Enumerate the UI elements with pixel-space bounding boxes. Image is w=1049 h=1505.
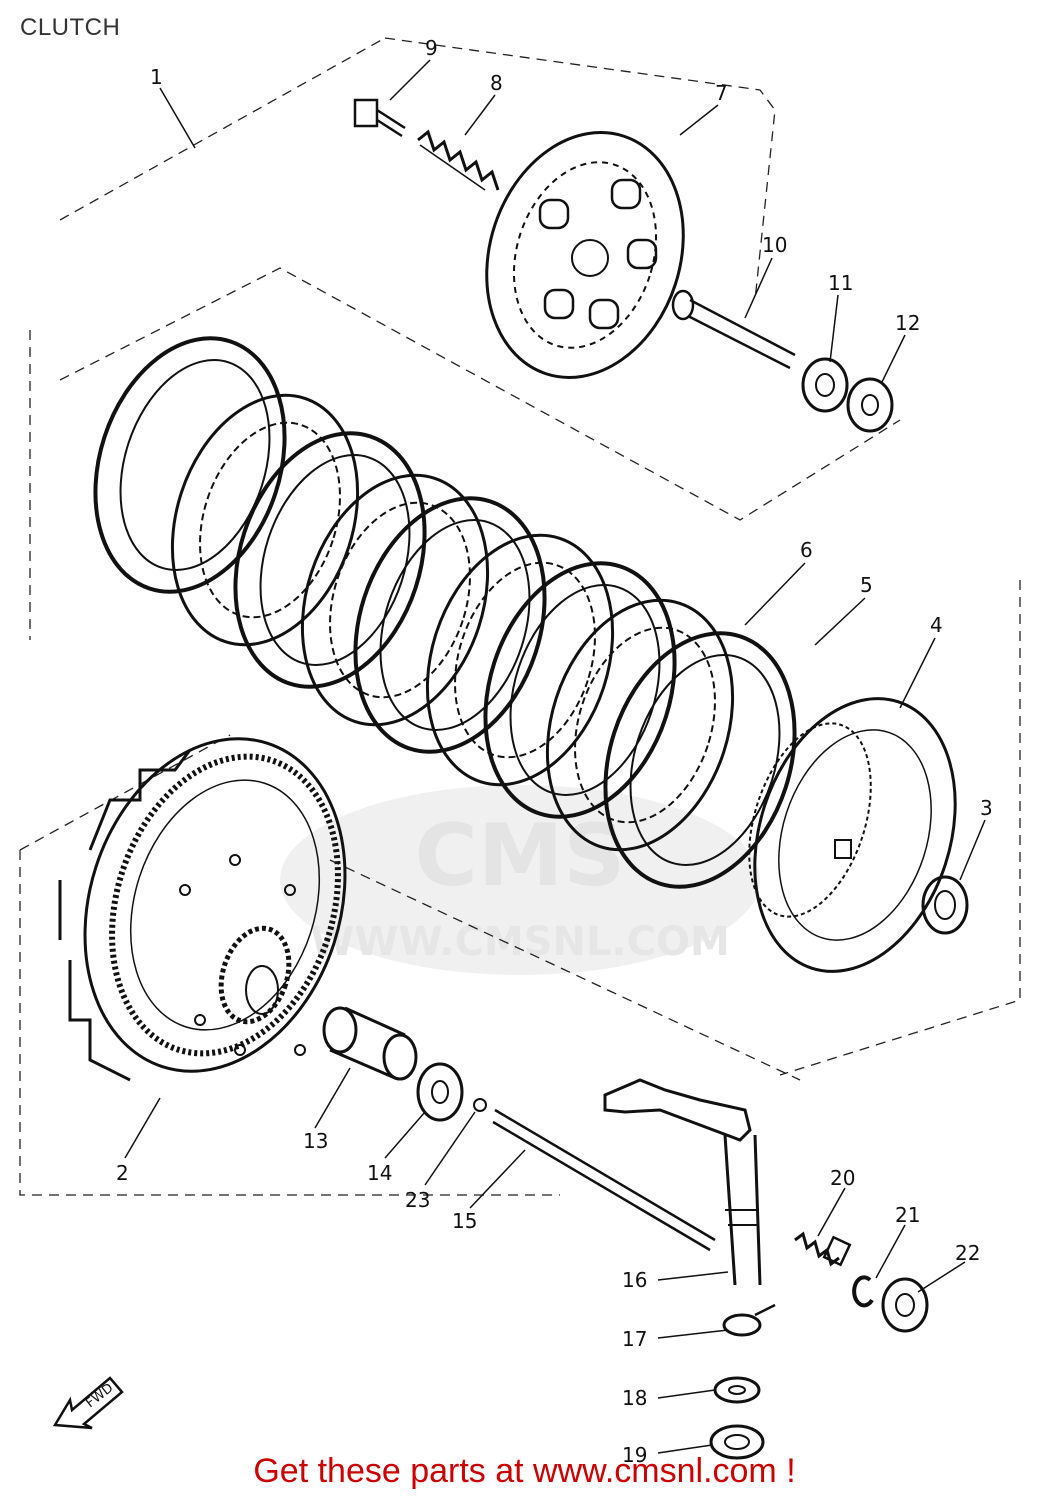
callout-23[interactable]: 23	[405, 1188, 430, 1212]
push-rod-part-15[interactable]	[492, 1108, 716, 1252]
thrust-washer-part-3[interactable]	[921, 875, 969, 935]
callout-labels: 1 2 3 4 5 6 7 8 9 10 11 12 13 14 15 16 1…	[116, 36, 993, 1467]
nut-part-11[interactable]	[801, 357, 849, 413]
leader-lines	[124, 59, 986, 1454]
oil-seal-part-19[interactable]	[709, 1424, 765, 1460]
fwd-label: FWD	[83, 1381, 116, 1412]
callout-10[interactable]: 10	[762, 233, 787, 257]
adjust-screw-part-20[interactable]	[794, 1231, 852, 1267]
bolt-part-9[interactable]	[353, 98, 406, 138]
push-lever-part-16[interactable]	[603, 1078, 762, 1286]
washer-part-14[interactable]	[416, 1062, 464, 1122]
callout-1[interactable]: 1	[150, 65, 163, 89]
watermark-logo: CMS	[415, 806, 626, 906]
callout-16[interactable]: 16	[622, 1268, 647, 1292]
boundary-upper	[59, 37, 776, 301]
callout-12[interactable]: 12	[895, 311, 920, 335]
page-title: CLUTCH	[20, 14, 121, 41]
callout-2[interactable]: 2	[116, 1161, 129, 1185]
callout-17[interactable]: 17	[622, 1327, 647, 1351]
callout-3[interactable]: 3	[980, 796, 993, 820]
promo-link[interactable]: Get these parts at www.cmsnl.com !	[253, 1452, 796, 1490]
callout-18[interactable]: 18	[622, 1386, 647, 1410]
boundary-middle	[29, 267, 901, 640]
washer-part-18[interactable]	[713, 1376, 761, 1404]
callout-9[interactable]: 9	[425, 36, 438, 60]
nut-part-22[interactable]	[881, 1277, 929, 1333]
pressure-plate-part-7[interactable]	[456, 107, 714, 403]
boundary-lower	[19, 580, 1021, 1196]
callout-13[interactable]: 13	[303, 1129, 328, 1153]
spring-clip-part-17[interactable]	[722, 1303, 776, 1337]
boundary-axis	[329, 859, 801, 1081]
circlip-part-21[interactable]	[852, 1275, 874, 1308]
callout-7[interactable]: 7	[715, 81, 728, 105]
callout-8[interactable]: 8	[490, 71, 503, 95]
lock-washer-part-12[interactable]	[846, 377, 894, 433]
callout-20[interactable]: 20	[830, 1166, 855, 1190]
push-rod-part-10[interactable]	[671, 289, 796, 370]
callout-14[interactable]: 14	[367, 1161, 392, 1185]
forward-arrow: FWD	[52, 1376, 124, 1430]
watermark-url: WWW.CMSNL.COM	[310, 919, 730, 965]
assembly-boundaries	[19, 37, 1021, 1196]
callout-11[interactable]: 11	[828, 271, 853, 295]
callout-6[interactable]: 6	[800, 538, 813, 562]
spacer-part-13[interactable]	[322, 1006, 418, 1081]
callout-15[interactable]: 15	[452, 1209, 477, 1233]
callout-21[interactable]: 21	[895, 1203, 920, 1227]
clutch-boss-part-4[interactable]	[721, 672, 988, 997]
spring-part-8[interactable]	[417, 129, 500, 191]
callout-4[interactable]: 4	[930, 613, 943, 637]
clutch-housing-part-2[interactable]	[44, 705, 387, 1106]
ball-part-23[interactable]	[473, 1098, 487, 1112]
clutch-plate-stack[interactable]	[64, 314, 826, 912]
callout-22[interactable]: 22	[955, 1241, 980, 1265]
callout-5[interactable]: 5	[860, 573, 873, 597]
callout-19[interactable]: 19	[622, 1443, 647, 1467]
